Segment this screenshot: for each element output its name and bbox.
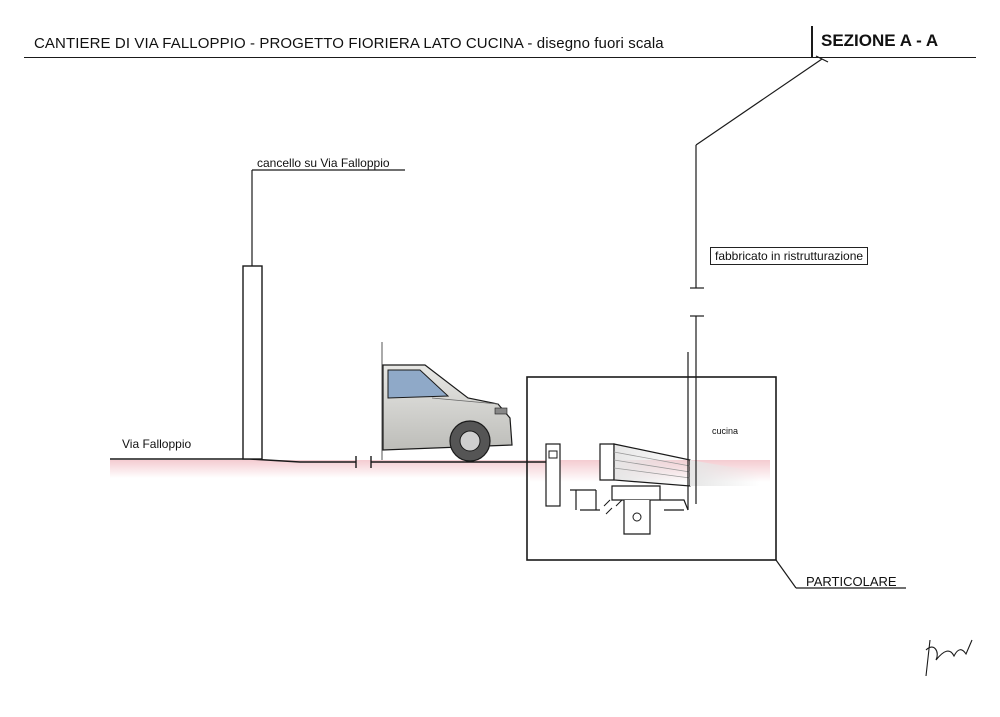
car-window	[387, 369, 450, 399]
drain-sump	[623, 500, 651, 535]
pipe-break-marks	[603, 499, 623, 515]
drain-outlet	[632, 512, 642, 522]
car	[381, 342, 513, 462]
gate-label: cancello su Via Falloppio	[257, 156, 390, 170]
ground-tint-left	[110, 460, 530, 478]
detail-leader-diagonal	[775, 559, 797, 589]
section-label: SEZIONE A - A	[821, 31, 939, 50]
pipe-left	[570, 489, 600, 511]
section-leader	[695, 58, 823, 146]
detail-frame	[526, 376, 777, 561]
section-leader-tick	[815, 55, 829, 63]
planter-body	[613, 443, 691, 487]
planter-wall	[599, 443, 615, 481]
drain-channel	[611, 485, 661, 501]
car-wheel-hub	[459, 430, 481, 452]
planter-detail	[545, 352, 760, 535]
street-label: Via Falloppio	[122, 437, 192, 451]
title-divider	[811, 26, 813, 57]
signature	[925, 639, 973, 677]
ground-line-street	[110, 458, 356, 463]
building-label: fabbricato in ristrutturazione	[710, 247, 869, 265]
title-block: CANTIERE DI VIA FALLOPPIO - PROGETTO FIO…	[24, 26, 976, 58]
gate-post	[242, 265, 263, 460]
planter-fade	[690, 460, 760, 486]
curb-drain	[548, 450, 558, 459]
detail-label: PARTICOLARE	[806, 574, 897, 589]
car-hood-line	[431, 397, 499, 405]
curb-post	[545, 443, 561, 507]
drawing-title: CANTIERE DI VIA FALLOPPIO - PROGETTO FIO…	[34, 35, 664, 52]
kitchen-label: cucina	[712, 426, 739, 436]
pipe-right	[660, 499, 689, 511]
planter-hatching	[613, 451, 691, 479]
car-headlight	[494, 407, 508, 415]
